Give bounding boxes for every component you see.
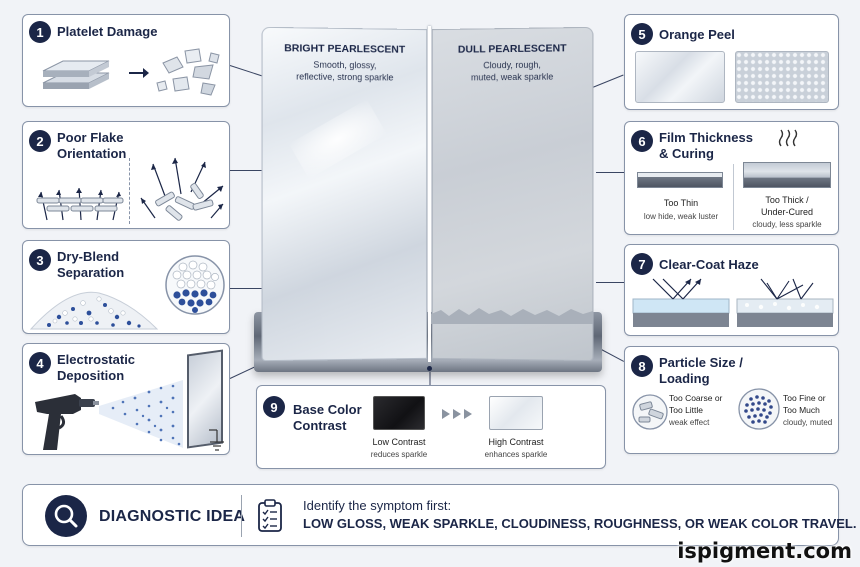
card-title-line2: Separation xyxy=(57,265,125,280)
panel-divider xyxy=(428,26,431,362)
hazy-reflection-illustration xyxy=(736,278,834,327)
thin-label: Too Thin xyxy=(663,198,699,208)
checklist-icon xyxy=(258,499,282,532)
connector-line xyxy=(589,74,624,89)
connector-line xyxy=(596,172,626,173)
thick-label-line2: Under-Cured xyxy=(760,207,814,217)
fine-desc: cloudy, muted xyxy=(783,418,833,427)
card-title-line2: Orientation xyxy=(57,146,127,161)
fine-label-line1: Too Fine or xyxy=(783,393,826,403)
high-contrast-label: High Contrast xyxy=(488,437,544,447)
dull-desc-line1: Cloudy, rough, xyxy=(483,59,541,71)
gloss-highlight xyxy=(288,99,387,179)
coarse-label-line2: Too Little xyxy=(669,405,704,415)
high-contrast-swatch xyxy=(489,396,543,430)
search-icon xyxy=(54,504,78,528)
powder-pile-illustration xyxy=(29,291,159,330)
step-number: 6 xyxy=(631,130,653,152)
thick-label-line1: Too Thick / xyxy=(765,195,809,205)
diagnostic-line2: LOW GLOSS, WEAK SPARKLE, CLOUDINESS, ROU… xyxy=(303,516,857,531)
coarse-desc: weak effect xyxy=(669,418,710,427)
card-title: Platelet Damage xyxy=(57,24,158,39)
search-icon-circle xyxy=(45,495,87,537)
aligned-flakes-illustration xyxy=(36,187,124,221)
card-particle-size: 8 Particle Size / Loading Too Coarse or … xyxy=(624,346,839,454)
card-film-thickness: 6 Film Thickness & Curing Too Thin low h… xyxy=(624,121,839,235)
textured-surface-sample xyxy=(735,51,829,103)
step-number: 9 xyxy=(263,396,285,418)
card-title-line1: Poor Flake xyxy=(57,130,124,145)
card-base-color-contrast: 9 Base Color Contrast Low Contrast reduc… xyxy=(256,385,606,469)
card-title-line1: Electrostatic xyxy=(57,352,136,367)
low-contrast-swatch xyxy=(373,396,425,430)
thin-desc: low hide, weak luster xyxy=(643,212,719,221)
spray-gun-icon xyxy=(35,394,99,450)
card-platelet-damage: 1 Platelet Damage xyxy=(22,14,230,107)
ground-icon xyxy=(209,429,224,451)
thick-film-sample xyxy=(743,162,831,188)
low-contrast-desc: reduces sparkle xyxy=(370,450,428,459)
bright-desc-line2: reflective, strong sparkle xyxy=(296,71,394,83)
stacked-platelets-illustration xyxy=(42,60,110,89)
card-poor-flake-orientation: 2 Poor Flake Orientation xyxy=(22,121,230,229)
fine-particles-icon xyxy=(738,388,780,430)
card-title-line1: Film Thickness xyxy=(659,130,753,145)
card-title: Orange Peel xyxy=(659,27,735,42)
card-title-line1: Base Color xyxy=(293,402,362,417)
bright-title: BRIGHT PEARLESCENT xyxy=(284,42,406,56)
card-clear-coat-haze: 7 Clear-Coat Haze xyxy=(624,244,839,336)
step-number: 5 xyxy=(631,23,653,45)
magnified-particles-illustration xyxy=(165,255,225,315)
low-contrast-label: Low Contrast xyxy=(372,437,426,447)
step-number: 1 xyxy=(29,21,51,43)
card-electrostatic-deposition: 4 Electrostatic Deposition xyxy=(22,343,230,455)
step-number: 3 xyxy=(29,249,51,271)
card-orange-peel: 5 Orange Peel xyxy=(624,14,839,110)
diagnostic-line1: Identify the symptom first: xyxy=(303,498,452,513)
card-title-line2: Deposition xyxy=(57,368,125,383)
divider xyxy=(733,164,734,230)
smooth-surface-sample xyxy=(635,51,725,103)
heat-wave-icon xyxy=(778,129,798,147)
divider xyxy=(129,158,130,224)
arrow-icon xyxy=(129,68,149,78)
bright-desc-line1: Smooth, glossy, xyxy=(313,59,377,71)
dull-desc-line2: muted, weak sparkle xyxy=(470,71,554,83)
vertical-divider xyxy=(241,495,242,537)
high-contrast-desc: enhances sparkle xyxy=(484,450,548,459)
thin-film-sample xyxy=(637,172,723,188)
card-title-line1: Dry-Blend xyxy=(57,249,120,264)
card-title-line2: Contrast xyxy=(293,418,347,433)
card-title-line2: & Curing xyxy=(659,146,714,161)
step-number: 7 xyxy=(631,253,653,275)
card-title-line2: Loading xyxy=(659,371,710,386)
clear-reflection-illustration xyxy=(632,278,730,327)
card-title-line1: Particle Size / xyxy=(659,355,743,370)
connector-line xyxy=(230,288,262,289)
dull-title: DULL PEARLESCENT xyxy=(457,42,567,56)
step-number: 4 xyxy=(29,352,51,374)
step-number: 2 xyxy=(29,130,51,152)
thick-desc: cloudy, less sparkle xyxy=(752,220,822,229)
connector-dot xyxy=(427,366,432,371)
spray-cloud-illustration xyxy=(99,380,183,448)
step-number: 8 xyxy=(631,355,653,377)
random-flakes-illustration xyxy=(140,157,224,221)
connector-line xyxy=(596,282,626,283)
arrows-icon xyxy=(442,409,472,419)
coarse-particles-icon xyxy=(632,394,668,430)
broken-fragments-illustration xyxy=(156,48,220,96)
connector-line xyxy=(230,170,262,171)
watermark: ispigment.com xyxy=(677,539,852,563)
card-title: Clear-Coat Haze xyxy=(659,257,759,272)
rough-edge-illustration xyxy=(431,308,593,324)
diagnostic-bar: DIAGNOSTIC IDEA Identify the symptom fir… xyxy=(22,484,856,546)
bright-pearlescent-panel: BRIGHT PEARLESCENT Smooth, glossy, refle… xyxy=(261,26,428,362)
coarse-label-line1: Too Coarse or xyxy=(669,393,723,403)
diagnostic-label: DIAGNOSTIC IDEA xyxy=(99,508,246,525)
card-dry-blend-separation: 3 Dry-Blend Separation xyxy=(22,240,230,334)
fine-label-line2: Too Much xyxy=(783,405,820,415)
